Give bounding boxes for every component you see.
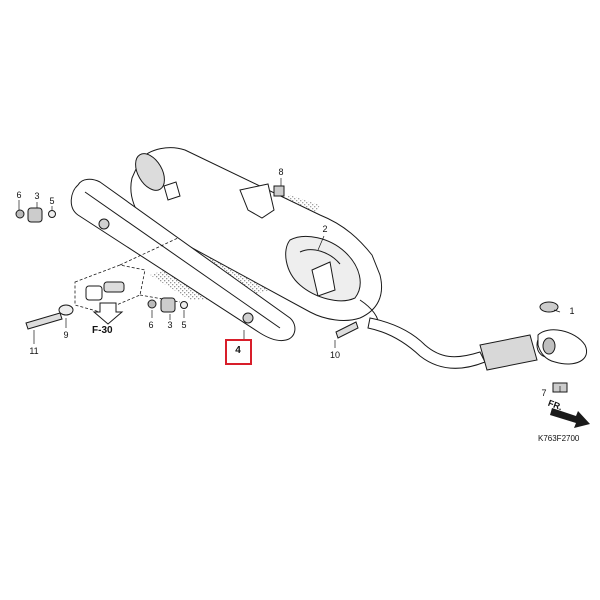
- callout-3-top: 3: [34, 191, 40, 201]
- callout-9: 9: [63, 330, 69, 340]
- heat-protector: [70, 178, 296, 341]
- callout-10: 10: [329, 350, 340, 360]
- mount-detail-box: [74, 237, 181, 313]
- hardware: [15, 185, 568, 393]
- diagram-code-label: K763F2700: [538, 434, 580, 443]
- callout-6-bottom: 6: [148, 320, 154, 330]
- callout-7: 7: [541, 388, 547, 398]
- callout-3-bottom: 3: [167, 320, 173, 330]
- f30-reference-label: F-30: [92, 325, 113, 336]
- callout-2: 2: [322, 224, 328, 234]
- callout-6-top: 6: [16, 190, 22, 200]
- callout-4: 4: [235, 345, 241, 356]
- forward-arrow: [550, 408, 590, 428]
- callout-11: 11: [29, 346, 39, 356]
- f30-arrow: [92, 302, 124, 325]
- highlighted-part-box: [225, 339, 252, 365]
- mount-bushing: [85, 281, 125, 301]
- callout-5-bottom: 5: [181, 320, 187, 330]
- exhaust-pipe: [367, 317, 588, 371]
- callout-5-top: 5: [49, 196, 55, 206]
- leader-lines: [18, 178, 561, 392]
- callout-1: 1: [569, 306, 575, 316]
- muffler-body: [130, 147, 383, 327]
- callout-8: 8: [278, 167, 284, 177]
